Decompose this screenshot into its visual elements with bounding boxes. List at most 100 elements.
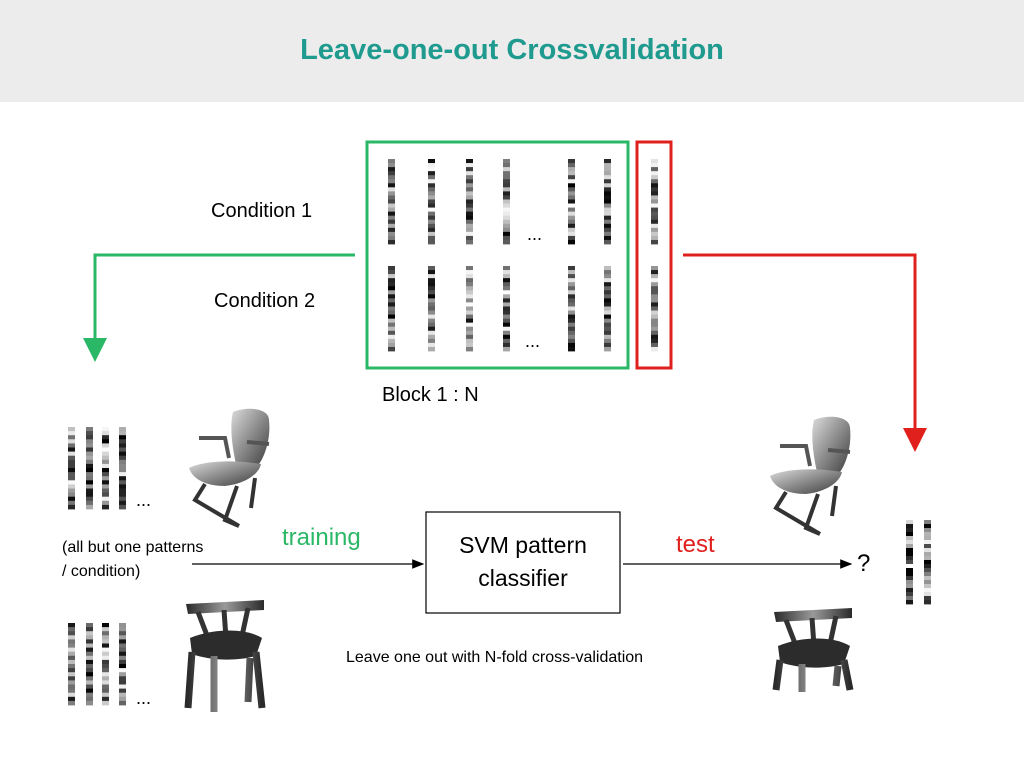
pattern-voxel	[119, 459, 126, 465]
pattern-voxel	[466, 266, 473, 271]
pattern-voxel	[119, 443, 126, 448]
pattern-voxel	[503, 270, 510, 275]
pattern-voxel	[388, 179, 395, 184]
pattern-voxel	[102, 659, 109, 665]
pattern-voxel	[119, 664, 126, 669]
pattern-voxel	[651, 290, 658, 295]
pattern-voxel	[428, 298, 435, 303]
pattern-voxel	[86, 431, 93, 436]
pattern-voxel	[466, 191, 473, 196]
pattern-voxel	[428, 282, 435, 287]
pattern-voxel	[651, 175, 658, 180]
pattern-voxel	[924, 600, 931, 605]
pattern-voxel	[503, 183, 510, 188]
pattern-voxel	[651, 298, 658, 303]
pattern-voxel	[102, 500, 109, 506]
pattern-voxel	[102, 651, 109, 657]
pattern-voxel	[68, 476, 75, 481]
pattern-voxel	[568, 187, 575, 192]
pattern-voxel	[466, 207, 473, 213]
pattern-voxel	[388, 207, 395, 213]
training-label: training	[282, 524, 361, 551]
pattern-voxel	[503, 191, 510, 196]
pattern-voxel	[604, 298, 611, 303]
pattern-voxel	[86, 439, 93, 444]
pattern-voxel	[604, 163, 611, 168]
pattern-voxel	[102, 688, 109, 694]
pattern-voxel	[68, 447, 75, 452]
pattern-voxel	[388, 235, 395, 241]
pattern-voxel	[119, 676, 126, 681]
pattern-voxel	[428, 163, 435, 168]
pattern-voxel	[924, 532, 931, 537]
pattern-voxel	[102, 672, 109, 677]
pattern-voxel	[102, 696, 109, 702]
pattern-voxel	[466, 175, 473, 180]
pattern-voxel	[568, 318, 575, 324]
pattern-voxel	[604, 322, 611, 328]
pattern-voxel	[68, 696, 75, 702]
pattern-voxel	[568, 195, 575, 200]
pattern-voxel	[466, 231, 473, 237]
pattern-voxel	[86, 468, 93, 473]
pattern-voxel	[924, 544, 931, 549]
pattern-voxel	[906, 588, 913, 593]
pattern-voxel	[428, 199, 435, 204]
pattern-voxel	[906, 540, 913, 545]
pattern-voxel	[503, 187, 510, 192]
pattern-voxel	[604, 326, 611, 332]
pattern-voxel	[568, 322, 575, 328]
pattern-voxel	[604, 183, 611, 188]
pattern-voxel	[503, 235, 510, 241]
test-block-frame	[635, 140, 673, 370]
pattern-voxel	[68, 492, 75, 498]
pattern-voxel	[503, 227, 510, 233]
pattern-voxel	[388, 306, 395, 311]
pattern-voxel	[503, 306, 510, 311]
pattern-voxel	[428, 175, 435, 180]
pattern-voxel	[604, 278, 611, 283]
pattern-voxel	[86, 643, 93, 648]
pattern-voxel	[388, 183, 395, 188]
pattern-voxel	[388, 227, 395, 233]
pattern-voxel	[466, 342, 473, 348]
pattern-voxel	[568, 203, 575, 208]
pattern-voxel	[568, 215, 575, 221]
pattern-voxel	[604, 187, 611, 192]
pattern-voxel	[466, 294, 473, 299]
pattern-voxel	[86, 692, 93, 698]
pattern-voxel	[466, 318, 473, 324]
pattern-voxel	[119, 427, 126, 432]
pattern-voxel	[651, 219, 658, 225]
pattern-voxel	[568, 306, 575, 311]
pattern-voxel	[102, 623, 109, 628]
block-pattern-bars	[388, 159, 658, 352]
pattern-voxel	[651, 270, 658, 275]
pattern-voxel	[86, 492, 93, 498]
classifier-label-line-2: classifier	[478, 565, 568, 591]
pattern-voxel	[651, 163, 658, 168]
pattern-voxel	[388, 211, 395, 217]
pattern-voxel	[503, 211, 510, 217]
pattern-voxel	[428, 203, 435, 208]
pattern-voxel	[428, 191, 435, 196]
pattern-voxel	[119, 700, 126, 706]
pattern-voxel	[102, 476, 109, 481]
pattern-voxel	[388, 290, 395, 295]
pattern-voxel	[68, 500, 75, 506]
pattern-voxel	[119, 696, 126, 702]
pattern-voxel	[388, 231, 395, 237]
pattern-voxel	[119, 439, 126, 444]
pattern-voxel	[503, 330, 510, 336]
pattern-voxel	[119, 492, 126, 498]
pattern-voxel	[86, 647, 93, 653]
pattern-voxel	[86, 459, 93, 465]
pattern-voxel	[388, 326, 395, 332]
test-patterns	[906, 520, 931, 605]
pattern-voxel	[68, 676, 75, 681]
pattern-voxel	[924, 552, 931, 557]
pattern-voxel	[102, 684, 109, 689]
pattern-voxel	[466, 322, 473, 328]
pattern-voxel	[924, 588, 931, 593]
pattern-voxel	[102, 447, 109, 452]
